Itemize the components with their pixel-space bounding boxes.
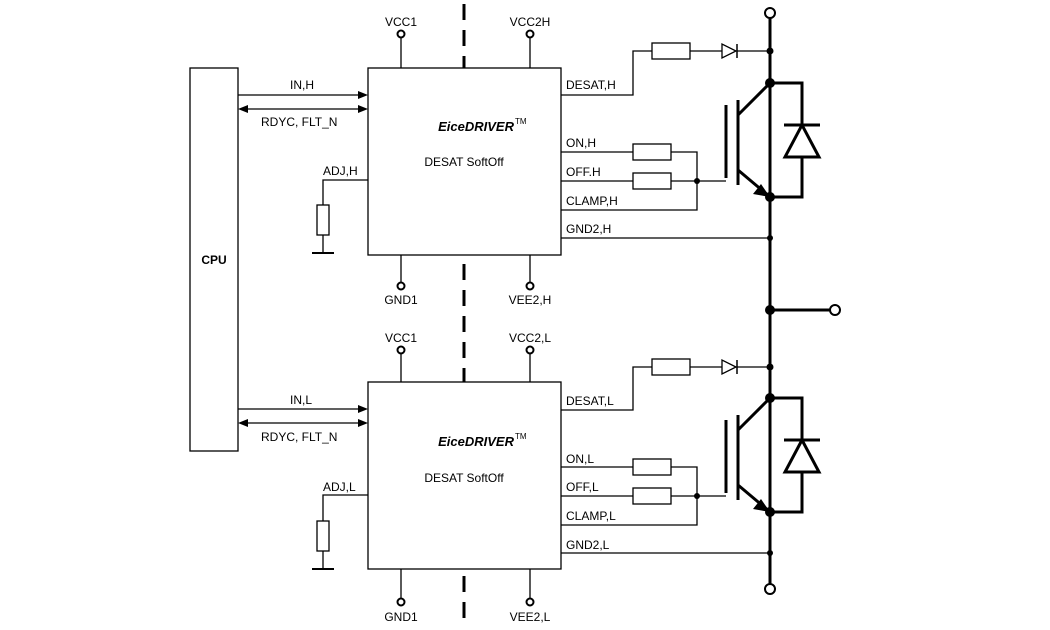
in-low-label: IN,L <box>290 393 312 407</box>
desat-high-label: DESAT,H <box>566 78 616 92</box>
in-high-label: IN,H <box>290 78 314 92</box>
driver-high: VCC1 VCC2H GND1 VEE2,H IN,H RDYC, FLT_N … <box>238 15 774 307</box>
vee2-high-pin <box>525 281 535 291</box>
output-terminal <box>829 304 841 316</box>
on-high-resistor <box>632 143 672 161</box>
in-high-arrow <box>358 91 368 99</box>
adj-high-resistor <box>316 204 330 236</box>
mode-high: DESAT SoftOff <box>424 155 504 169</box>
brand-low: EiceDRIVER <box>438 434 514 449</box>
gnd1-high-label: GND1 <box>384 293 418 307</box>
gnd1-high-pin <box>396 281 406 291</box>
rdyc-high-label: RDYC, FLT_N <box>261 115 337 129</box>
freewheel-diode-low <box>782 436 822 474</box>
power-rail <box>764 7 841 595</box>
cpu-block: CPU <box>189 67 239 452</box>
vee2-low-pin <box>525 597 535 607</box>
vee2-low-label: VEE2,L <box>510 610 551 624</box>
in-low-arrow <box>358 405 368 413</box>
vcc2-low-label: VCC2,L <box>509 331 551 345</box>
freewheel-diode-high <box>782 121 822 159</box>
adj-low-label: ADJ,L <box>323 480 356 494</box>
off-high-resistor <box>632 172 672 190</box>
vcc1-high-pin <box>396 29 406 39</box>
adj-high-label: ADJ,H <box>323 164 358 178</box>
vcc2-high-pin <box>525 29 535 39</box>
desat-low-diode <box>721 358 738 376</box>
cpu-label: CPU <box>201 253 226 267</box>
igbt-low <box>724 393 822 517</box>
adj-low-resistor <box>316 520 330 552</box>
rdyc-low-arrow-left <box>238 419 248 427</box>
desat-low-resistor <box>651 358 691 376</box>
driver-low: VCC1 VCC2,L GND1 VEE2,L IN,L RDYC, FLT_N… <box>238 331 774 624</box>
off-low-label: OFF,L <box>566 480 599 494</box>
brand-high: EiceDRIVER <box>438 119 514 134</box>
desat-high-resistor <box>651 42 691 60</box>
driver-low-box <box>367 381 562 570</box>
on-low-label: ON,L <box>566 452 594 466</box>
clamp-high-label: CLAMP,H <box>566 194 618 208</box>
dc-minus-terminal <box>764 583 776 595</box>
off-high-label: OFF.H <box>566 165 601 179</box>
gnd1-low-label: GND1 <box>384 610 418 624</box>
rdyc-high-arrow-right <box>358 105 368 113</box>
igbt-high <box>724 78 822 202</box>
rdyc-low-label: RDYC, FLT_N <box>261 430 337 444</box>
tm-low: TM <box>515 432 527 441</box>
gnd2-low-label: GND2,L <box>566 538 610 552</box>
gnd2-high-label: GND2,H <box>566 222 611 236</box>
gnd1-low-pin <box>396 597 406 607</box>
clamp-low-label: CLAMP,L <box>566 509 616 523</box>
desat-high-diode <box>721 42 738 60</box>
dc-plus-terminal <box>764 7 776 19</box>
tm-high: TM <box>515 117 527 126</box>
vcc1-high-label: VCC1 <box>385 15 417 29</box>
off-low-resistor <box>632 487 672 505</box>
mode-low: DESAT SoftOff <box>424 471 504 485</box>
driver-high-box <box>367 67 562 256</box>
rdyc-low-arrow-right <box>358 419 368 427</box>
rdyc-high-arrow-left <box>238 105 248 113</box>
vee2-high-label: VEE2,H <box>509 293 552 307</box>
desat-low-label: DESAT,L <box>566 394 614 408</box>
vcc2-low-pin <box>525 345 535 355</box>
vcc1-low-label: VCC1 <box>385 331 417 345</box>
vcc2-high-label: VCC2H <box>510 15 551 29</box>
on-high-label: ON,H <box>566 136 596 150</box>
vcc1-low-pin <box>396 345 406 355</box>
on-low-resistor <box>632 458 672 476</box>
